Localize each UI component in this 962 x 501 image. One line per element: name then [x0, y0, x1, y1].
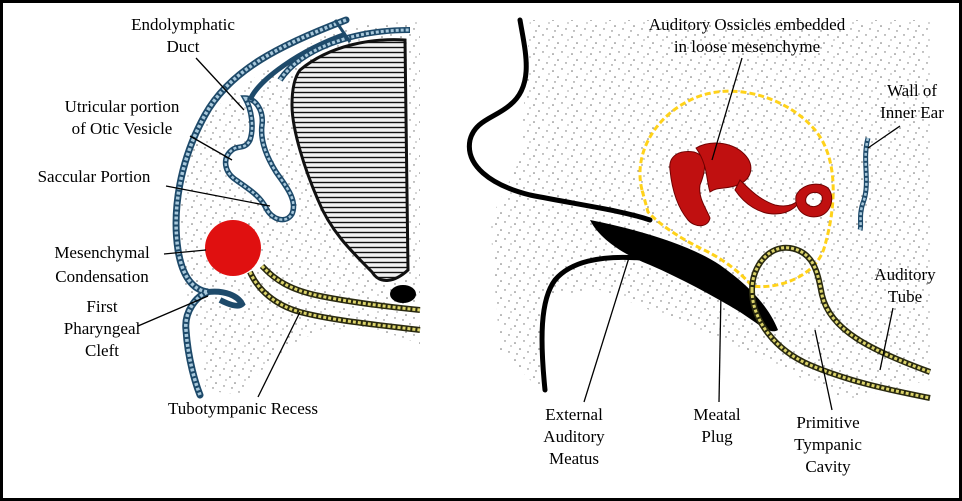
label-meatal-plug: Meatal Plug	[693, 405, 740, 446]
label-line: Pharyngeal	[64, 319, 141, 338]
label-line: Meatus	[549, 449, 599, 468]
leader-endolymphatic	[196, 58, 244, 110]
label-tubotympanic-recess: Tubotympanic Recess	[168, 399, 318, 418]
label-line: Wall of	[887, 81, 937, 100]
label-line: Auditory	[874, 265, 936, 284]
label-primitive-tympanic-cavity: Primitive Tympanic Cavity	[794, 413, 862, 476]
label-line: Tube	[888, 287, 922, 306]
label-line: Cavity	[805, 457, 851, 476]
left-panel: Endolymphatic Duct Utricular portion of …	[38, 15, 420, 418]
label-line: Meatal	[693, 405, 740, 424]
label-line: Tympanic	[794, 435, 862, 454]
label-line: Primitive	[796, 413, 859, 432]
label-line: Auditory	[543, 427, 605, 446]
label-line: in loose mesenchyme	[674, 37, 820, 56]
label-line: Inner Ear	[880, 103, 944, 122]
label-line: First	[86, 297, 117, 316]
label-line: Auditory Ossicles embedded	[649, 15, 846, 34]
label-endolymphatic-duct: Endolymphatic Duct	[131, 15, 235, 56]
label-external-auditory-meatus: External Auditory Meatus	[543, 405, 605, 468]
mesenchymal-condensation	[205, 220, 261, 276]
label-line: Endolymphatic	[131, 15, 235, 34]
label-line: Saccular Portion	[38, 167, 151, 186]
label-line: of Otic Vesicle	[72, 119, 173, 138]
label-line: Duct	[166, 37, 199, 56]
label-line: External	[545, 405, 603, 424]
notochord	[390, 285, 416, 303]
label-line: Mesenchymal	[54, 243, 150, 262]
label-utricular-portion: Utricular portion of Otic Vesicle	[65, 97, 180, 138]
right-panel: Auditory Ossicles embedded in loose mese…	[469, 15, 944, 476]
label-line: Plug	[701, 427, 733, 446]
label-line: Cleft	[85, 341, 119, 360]
label-line: Utricular portion	[65, 97, 180, 116]
label-saccular-portion: Saccular Portion	[38, 167, 151, 186]
label-line: Condensation	[55, 267, 149, 286]
label-first-pharyngeal-cleft: First Pharyngeal Cleft	[64, 297, 141, 360]
label-mesenchymal-condensation: Mesenchymal Condensation	[54, 243, 150, 286]
label-line: Tubotympanic Recess	[168, 399, 318, 418]
